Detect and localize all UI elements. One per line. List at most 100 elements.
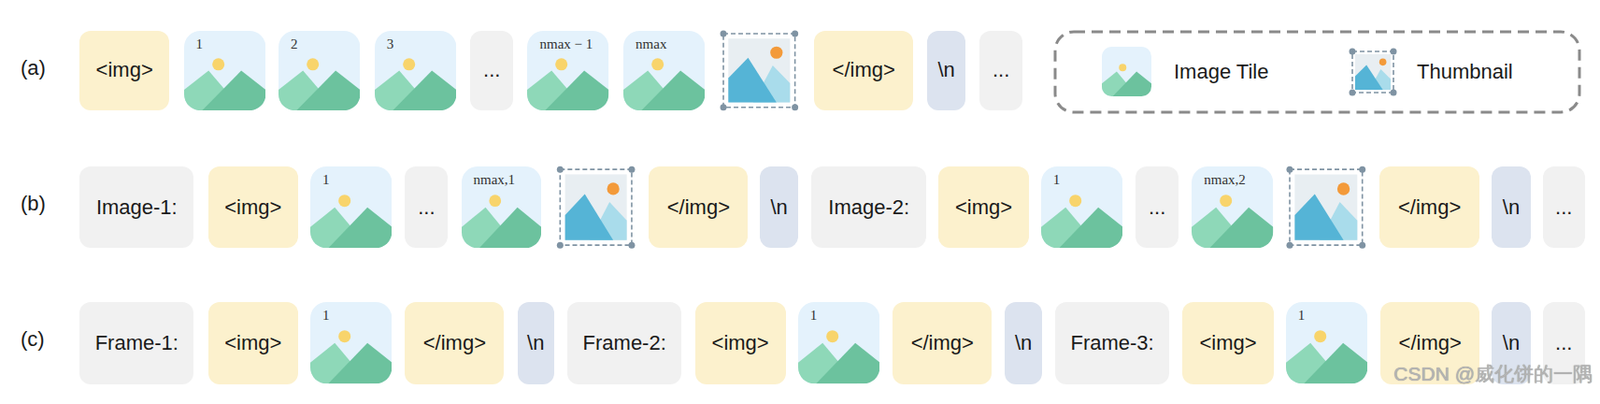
- image-tile: 3: [374, 30, 457, 111]
- newline-token: \n: [517, 301, 555, 384]
- thumbnail-icon: [1285, 166, 1366, 249]
- token-text: \n: [527, 330, 544, 356]
- tile-index: 1: [1041, 166, 1061, 188]
- tile-picture: [1101, 46, 1152, 97]
- tile-index: nmax,1: [461, 166, 516, 188]
- tag-token: <img>: [1182, 301, 1273, 384]
- tag-token: </img>: [404, 301, 504, 384]
- tag-token: <img>: [208, 301, 299, 384]
- newline-token: \n: [927, 30, 965, 111]
- image-tile: nmax − 1: [527, 30, 609, 111]
- tag-token: <img>: [208, 166, 299, 248]
- token-text: \n: [770, 195, 787, 220]
- token-text: Frame-1:: [95, 330, 179, 356]
- token-text: <img>: [955, 195, 1013, 220]
- tile-picture: [310, 166, 392, 248]
- text-token: Image-1:: [79, 166, 194, 248]
- tile-index: 1: [184, 30, 204, 53]
- token-text: </img>: [832, 57, 896, 83]
- token-text: \n: [937, 57, 955, 83]
- newline-token: \n: [759, 166, 798, 248]
- token-text: ...: [483, 57, 500, 83]
- token-text: ...: [992, 57, 1010, 83]
- text-token: ...: [1542, 166, 1586, 248]
- tile-index: 1: [310, 166, 330, 188]
- token-text: </img>: [667, 195, 730, 220]
- token-text: ...: [1555, 330, 1572, 356]
- tile-index: 3: [374, 30, 395, 53]
- token-text: </img>: [911, 330, 974, 356]
- tile-picture: [1191, 166, 1273, 248]
- token-text: Image-2:: [828, 195, 910, 220]
- token-text: Image-1:: [96, 195, 178, 220]
- image-tile: 1: [1041, 166, 1123, 248]
- image-tile: nmax,2: [1191, 166, 1273, 248]
- tile-index: nmax − 1: [527, 30, 593, 53]
- text-token: ...: [979, 30, 1023, 111]
- tile-picture: [374, 30, 457, 111]
- newline-token: \n: [1004, 301, 1042, 384]
- tag-token: <img>: [695, 301, 786, 384]
- text-token: Frame-1:: [79, 301, 194, 384]
- image-tile: 1: [310, 166, 392, 248]
- token-text: Frame-3:: [1070, 330, 1154, 356]
- thumbnail-icon: [1349, 48, 1398, 97]
- newline-token: \n: [1491, 166, 1530, 248]
- tile-picture: [278, 30, 360, 111]
- legend-text: Image Tile: [1173, 59, 1270, 85]
- token-text: </img>: [1399, 330, 1462, 356]
- tile-picture: [798, 301, 880, 384]
- tile-picture: [1041, 166, 1123, 248]
- tile-index: 1: [798, 301, 818, 324]
- token-text: \n: [1502, 195, 1520, 220]
- tile-picture: [184, 30, 266, 111]
- image-tile: 1: [1285, 301, 1368, 384]
- tag-token: <img>: [79, 30, 170, 111]
- tile-picture: [623, 30, 705, 111]
- token-text: Frame-2:: [583, 330, 667, 356]
- text-token: ...: [470, 30, 514, 111]
- tile-picture: [461, 166, 542, 248]
- token-text: <img>: [1199, 330, 1257, 356]
- legend-text: Thumbnail: [1416, 59, 1514, 85]
- row-label: (a): [20, 56, 46, 81]
- token-text: <img>: [712, 330, 770, 356]
- watermark: CSDN @威化饼的一隅: [1393, 360, 1593, 387]
- token-text: <img>: [96, 57, 154, 83]
- tag-token: </img>: [814, 30, 914, 111]
- tile-picture: [1285, 301, 1368, 384]
- tag-token: </img>: [892, 301, 992, 384]
- thumbnail-icon: [720, 29, 800, 111]
- text-token: ...: [404, 166, 448, 248]
- text-token: Image-2:: [811, 166, 927, 248]
- tag-token: <img>: [938, 166, 1029, 248]
- text-token: ...: [1135, 166, 1179, 248]
- token-text: </img>: [1398, 195, 1461, 220]
- token-text: ...: [1555, 195, 1572, 220]
- tile-index: nmax: [623, 30, 667, 53]
- tile-index: 1: [310, 301, 330, 324]
- text-token: Frame-2:: [567, 301, 682, 384]
- token-text: <img>: [224, 195, 282, 220]
- legend-tile-icon: [1101, 46, 1152, 97]
- token-text: ...: [1148, 195, 1166, 220]
- image-tile: nmax: [623, 30, 705, 111]
- tile-picture: [527, 30, 609, 111]
- token-text: </img>: [423, 330, 486, 356]
- legend-frame: [1055, 31, 1580, 113]
- tile-index: 2: [278, 30, 299, 53]
- row-label: (b): [20, 191, 46, 216]
- token-text: \n: [1502, 330, 1520, 356]
- image-tile: 1: [184, 30, 266, 111]
- thumbnail-icon: [557, 166, 636, 249]
- tile-index: nmax,2: [1191, 166, 1246, 188]
- token-text: \n: [1014, 330, 1032, 356]
- tag-token: </img>: [648, 166, 748, 248]
- tile-index: 1: [1285, 301, 1306, 324]
- row-label: (c): [20, 327, 45, 352]
- tile-picture: [310, 301, 392, 384]
- token-text: <img>: [224, 330, 282, 356]
- tag-token: </img>: [1379, 166, 1480, 248]
- image-tile: 2: [278, 30, 360, 111]
